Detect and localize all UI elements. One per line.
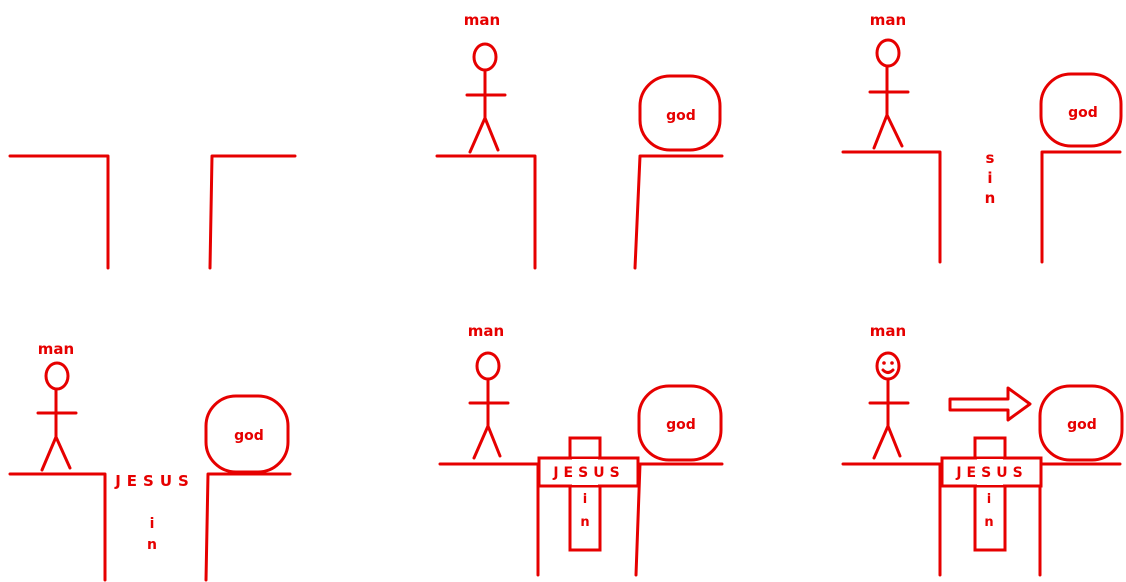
god-label: god (1067, 417, 1097, 433)
jesus-label: JESUS (955, 465, 1027, 481)
man-label: man (870, 322, 906, 340)
stick-man (870, 40, 908, 148)
arrow-right-icon (950, 388, 1030, 420)
panel-5: man god JESUS i n (440, 322, 722, 575)
jesus-label: JESUS (114, 472, 195, 490)
sin-letter-i: i (987, 169, 992, 187)
man-label: man (464, 11, 500, 29)
man-label: man (468, 322, 504, 340)
sin-vertical: s i n (985, 149, 996, 207)
god-circle: god (639, 386, 721, 460)
sin-letter-n: n (147, 537, 157, 553)
man-head (46, 363, 68, 389)
sin-letter-n: n (984, 515, 993, 530)
left-cliff (440, 464, 538, 575)
man-label: man (870, 11, 906, 29)
man-body (870, 66, 908, 148)
panel-1 (10, 156, 295, 268)
right-cliff (636, 464, 722, 575)
jesus-label: JESUS (552, 465, 624, 481)
panel-4: man god JESUS i n (10, 340, 290, 580)
left-cliff (10, 474, 105, 580)
stick-man (470, 353, 508, 458)
smile-eye-right (890, 361, 894, 365)
god-circle: god (206, 396, 288, 472)
man-head (474, 44, 496, 70)
man-label: man (38, 340, 74, 358)
man-body (38, 389, 76, 470)
man-head (877, 353, 899, 379)
god-label: god (666, 108, 696, 124)
right-cliff (210, 156, 295, 268)
cross-bridge: JESUS i n (942, 438, 1041, 550)
god-circle: god (1040, 386, 1122, 460)
left-cliff (843, 464, 940, 575)
god-circle: god (1041, 74, 1121, 146)
left-cliff (10, 156, 108, 268)
sin-letter-s: s (986, 149, 995, 167)
panel-2: man god (437, 11, 722, 268)
man-head (477, 353, 499, 379)
panel-3: man god s i n (843, 11, 1121, 262)
right-cliff (1042, 152, 1120, 262)
left-cliff (437, 156, 535, 268)
man-body (470, 379, 508, 458)
smile-eye-left (882, 361, 886, 365)
panel-6: man god JESUS i n (843, 322, 1122, 575)
god-label: god (1068, 105, 1098, 121)
right-cliff (1040, 464, 1120, 575)
left-cliff (843, 152, 940, 262)
god-label: god (666, 417, 696, 433)
stick-man-smiling (870, 353, 908, 458)
right-cliff (206, 474, 290, 580)
man-body (870, 379, 908, 458)
sin-letter-i: i (583, 492, 587, 507)
sin-letter-n: n (580, 515, 589, 530)
stick-man (467, 44, 505, 152)
man-body (467, 70, 505, 152)
man-head (877, 40, 899, 66)
god-circle: god (640, 76, 720, 150)
stick-man (38, 363, 76, 470)
smile-mouth-icon (883, 370, 893, 373)
right-cliff (635, 156, 722, 268)
sin-letter-i: i (987, 492, 991, 507)
god-label: god (234, 428, 264, 444)
sin-letter-n: n (985, 189, 996, 207)
cross-bridge: JESUS i n (539, 438, 638, 550)
sin-letter-i: i (150, 516, 155, 532)
